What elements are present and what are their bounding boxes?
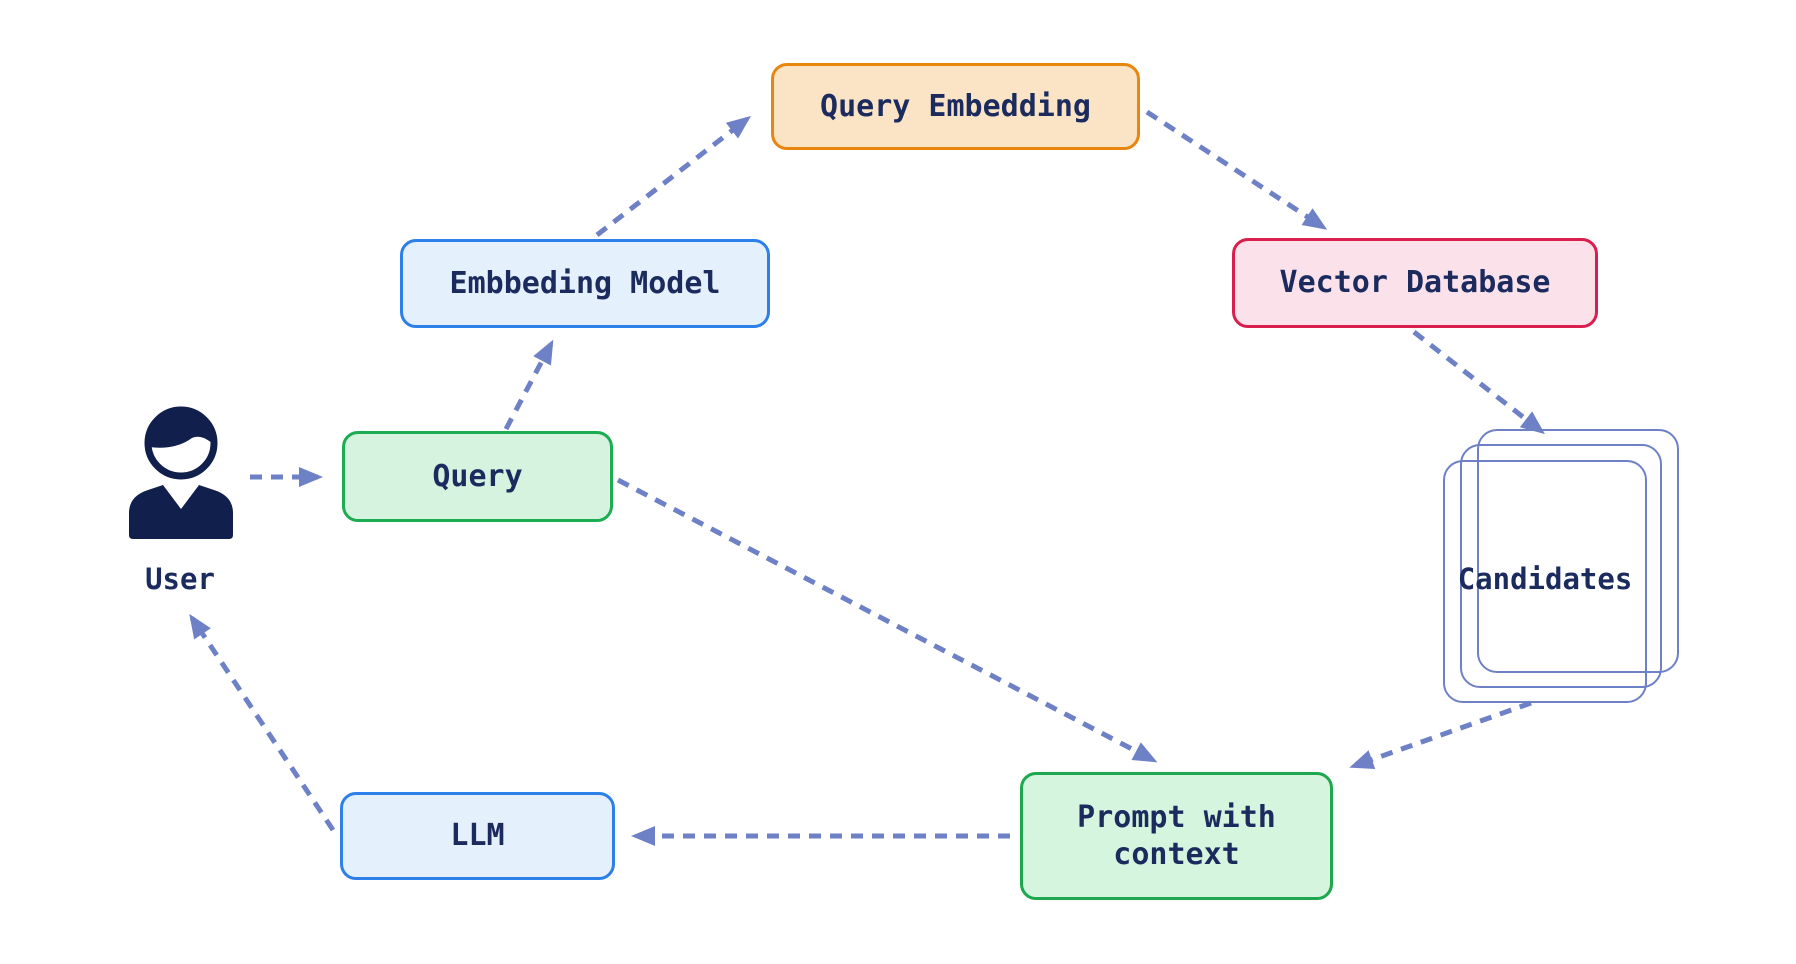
candidates-card-middle: [1460, 444, 1662, 688]
edge-query-to-embbeding-model: [503, 339, 554, 431]
node-query-label: Query: [432, 458, 523, 494]
node-query: Query: [342, 431, 613, 522]
user-icon: [129, 406, 233, 539]
node-vector-database-label: Vector Database: [1279, 265, 1551, 301]
node-embbeding-model-label: Embbeding Model: [449, 265, 721, 301]
node-query-embedding: Query Embedding: [771, 63, 1140, 150]
candidates-card-front: [1443, 460, 1647, 703]
node-prompt-with-context-label: Prompt with context: [1077, 799, 1276, 873]
edge-query-to-prompt: [616, 477, 1158, 763]
edge-embbeding-model-to-query-embedding: [595, 115, 751, 237]
node-embbeding-model: Embbeding Model: [400, 239, 770, 328]
user-label: User: [145, 562, 215, 596]
node-query-embedding-label: Query Embedding: [820, 88, 1091, 124]
edge-candidates-to-prompt: [1349, 700, 1532, 770]
candidates-card-back: [1477, 429, 1679, 673]
edge-query-embedding-to-vector-database: [1145, 109, 1328, 230]
edge-vector-database-to-candidates: [1412, 330, 1545, 435]
node-llm: LLM: [340, 792, 615, 880]
edge-llm-to-user: [189, 613, 336, 832]
candidates-label: Candidates: [1457, 562, 1633, 596]
node-vector-database: Vector Database: [1232, 238, 1598, 328]
node-prompt-with-context: Prompt with context: [1020, 772, 1333, 900]
node-llm-label: LLM: [450, 818, 505, 854]
